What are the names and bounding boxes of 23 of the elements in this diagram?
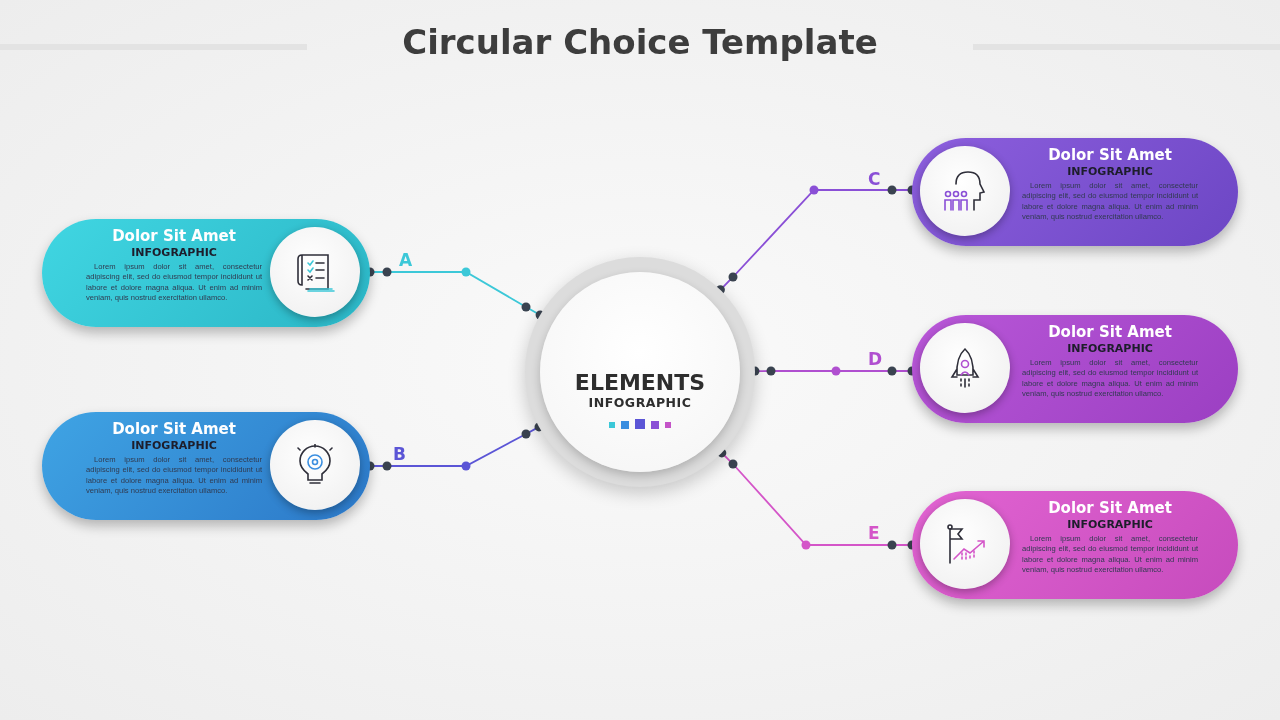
card-heading: Dolor Sit Amet — [1047, 499, 1173, 517]
card-heading: Dolor Sit Amet — [111, 227, 237, 245]
edge-label: A — [399, 250, 413, 270]
card-subheading: INFOGRAPHIC — [130, 246, 218, 259]
title: Circular Choice Template — [401, 22, 879, 62]
option-card — [912, 315, 1238, 423]
option-card — [912, 138, 1238, 246]
center-title: ELEMENTS — [573, 370, 707, 395]
card-heading: Dolor Sit Amet — [111, 420, 237, 438]
card-heading: Dolor Sit Amet — [1047, 146, 1173, 164]
edge-label: E — [868, 523, 880, 543]
edge-label: C — [868, 169, 881, 189]
edge-label: D — [868, 349, 883, 369]
card-subheading: INFOGRAPHIC — [130, 439, 218, 452]
option-card — [42, 412, 370, 520]
center-subtitle: INFOGRAPHIC — [587, 395, 693, 410]
card-subheading: INFOGRAPHIC — [1066, 165, 1154, 178]
card-heading: Dolor Sit Amet — [1047, 323, 1173, 341]
card-subheading: INFOGRAPHIC — [1066, 518, 1154, 531]
card-subheading: INFOGRAPHIC — [1066, 342, 1154, 355]
edge-label: B — [393, 444, 406, 464]
option-card — [912, 491, 1238, 599]
option-card — [42, 219, 370, 327]
